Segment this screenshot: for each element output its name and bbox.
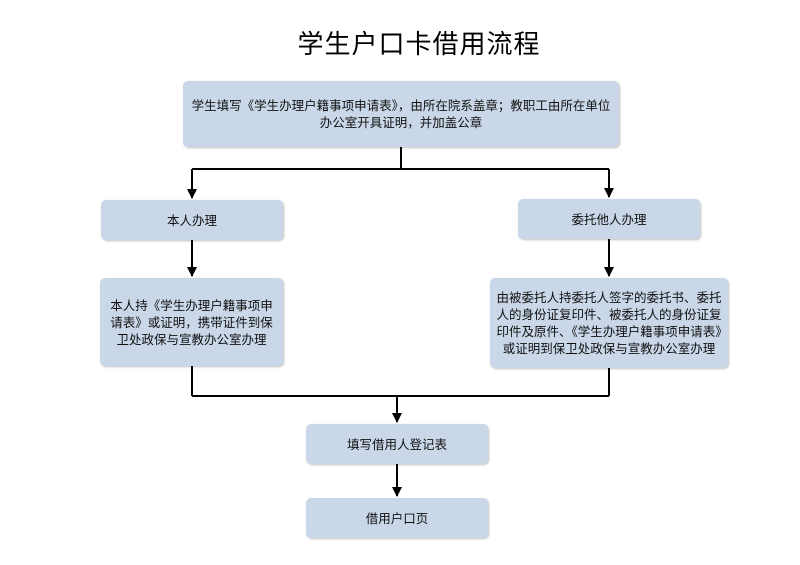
step-apply-text: 学生填写《学生办理户籍事项申请表》，由所在院系盖章；教职工由所在单位办公室开具证…	[191, 98, 611, 130]
step-self-detail-text: 本人持《学生办理户籍事项申请表》或证明，携带证件到保卫处政保与宣教办公室办理	[110, 297, 273, 347]
step-apply-box: 学生填写《学生办理户籍事项申请表》，由所在院系盖章；教职工由所在单位办公室开具证…	[183, 81, 619, 147]
step-self-text: 本人办理	[166, 212, 217, 228]
step-register-box: 填写借用人登记表	[306, 424, 488, 464]
step-borrow-box: 借用户口页	[306, 498, 488, 538]
step-delegate-text: 委托他人办理	[571, 211, 647, 227]
step-delegate-box: 委托他人办理	[518, 199, 700, 239]
step-self-box: 本人办理	[101, 200, 283, 240]
page-title: 学生户口卡借用流程	[297, 30, 541, 60]
step-delegate-detail-box: 由被委托人持委托人签字的委托书、委托人的身份证复印件、被委托人的身份证复印件及原…	[490, 278, 728, 368]
step-register-text: 填写借用人登记表	[346, 436, 447, 452]
step-borrow-text: 借用户口页	[365, 510, 429, 526]
step-delegate-detail-text: 由被委托人持委托人签字的委托书、委托人的身份证复印件、被委托人的身份证复印件及原…	[496, 290, 722, 356]
step-self-detail-box: 本人持《学生办理户籍事项申请表》或证明，携带证件到保卫处政保与宣教办公室办理	[100, 278, 283, 366]
